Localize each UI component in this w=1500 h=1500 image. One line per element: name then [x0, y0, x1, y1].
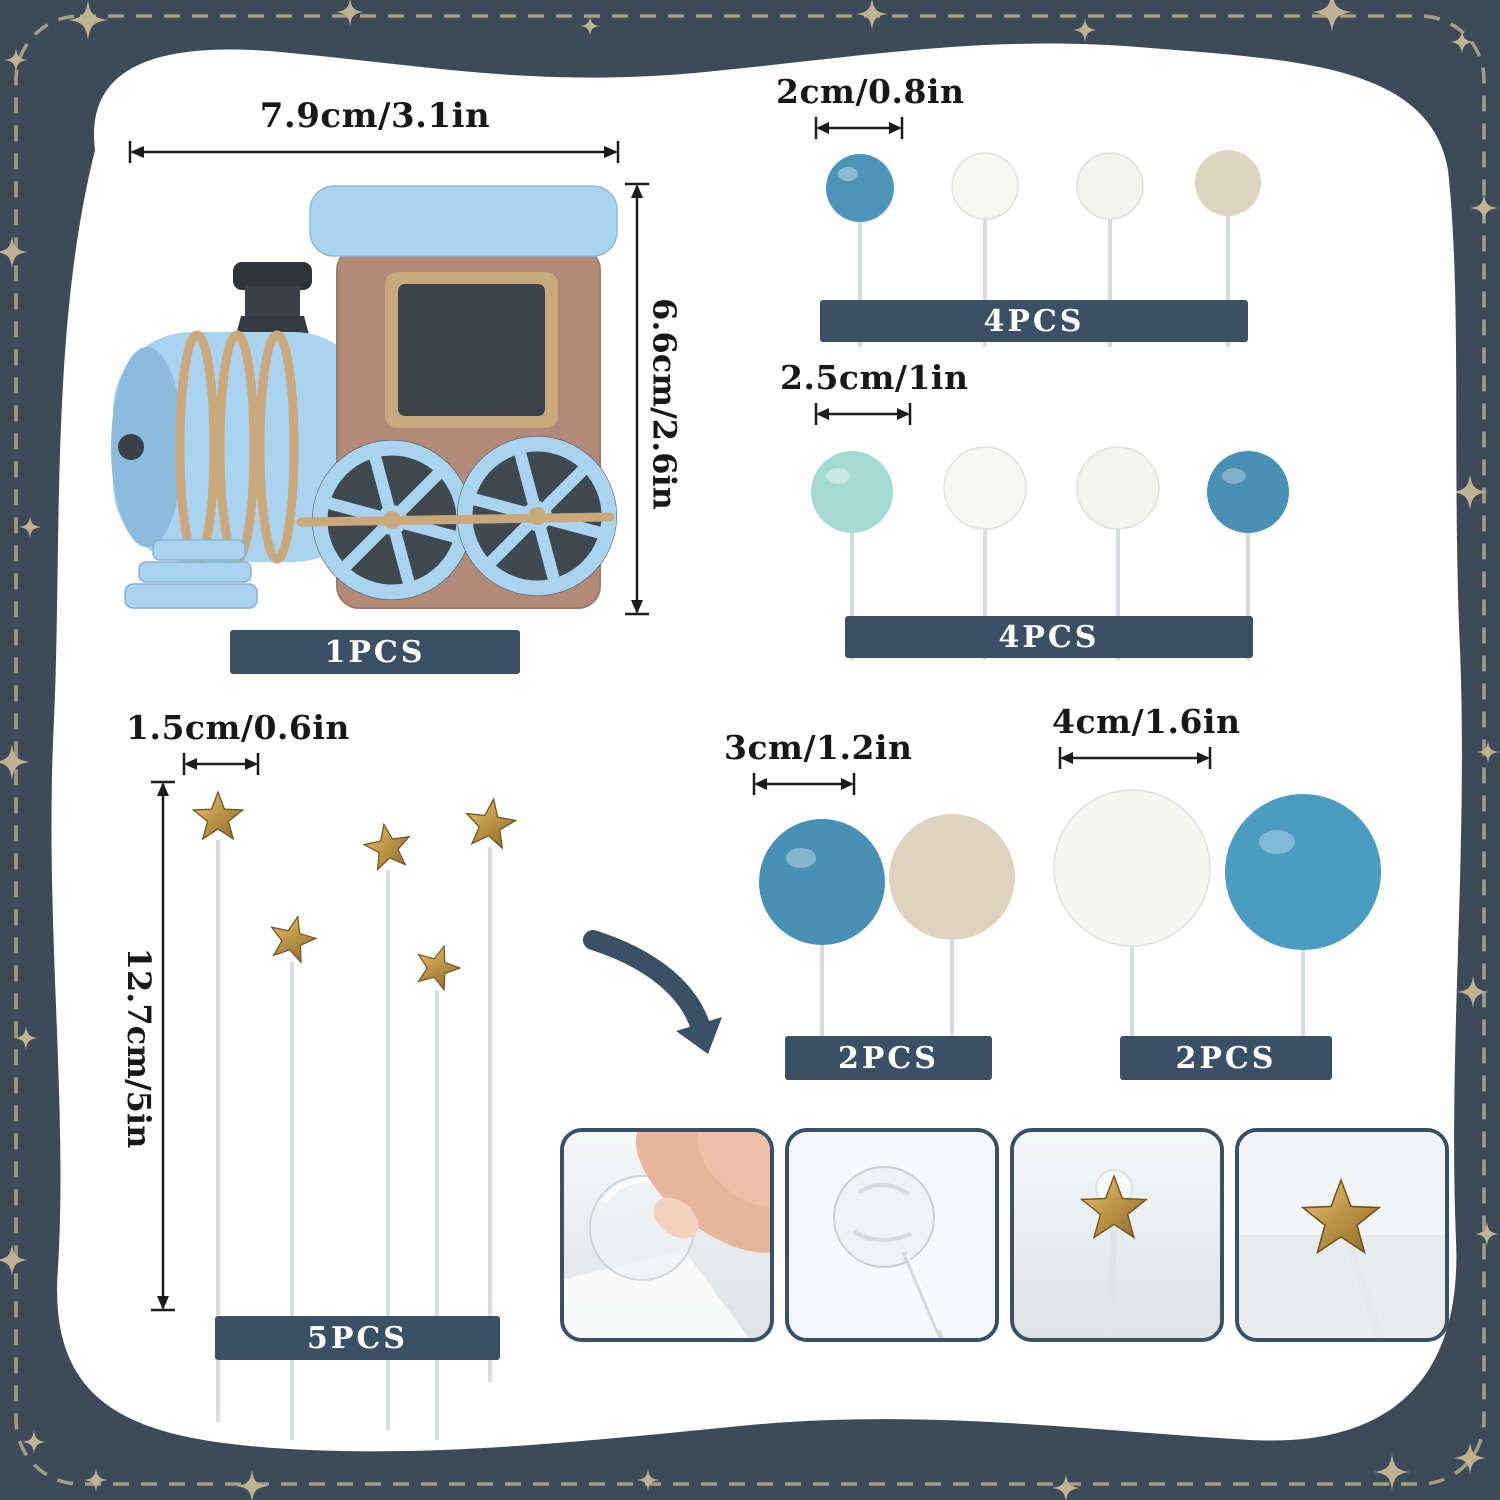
ball-highlight — [838, 167, 858, 181]
ball-sticks — [1130, 942, 1305, 1040]
balls-2-5cm-illustration — [811, 446, 1289, 660]
train-cowcatcher — [124, 539, 258, 609]
train-height-arrow — [625, 182, 649, 616]
ball — [759, 819, 885, 945]
star-picks-illustration — [168, 782, 528, 1440]
thumbnail-clear-glue-dot — [785, 1128, 999, 1342]
ball-highlight — [1259, 830, 1295, 854]
balls-2-5cm-size-arrow — [814, 403, 912, 425]
balls-2cm-size-label: 2cm/0.8in — [776, 72, 965, 111]
ball — [951, 152, 1019, 220]
ball — [1053, 789, 1211, 947]
train-roof — [309, 185, 618, 257]
count-badge-balls-2-5cm: 4PCS — [845, 616, 1253, 658]
ball — [1225, 794, 1381, 950]
train-boiler — [111, 330, 372, 564]
count-badge-balls-3cm: 2PCS — [785, 1036, 992, 1080]
curved-pointer-arrow — [583, 930, 722, 1054]
balls-4cm-illustration — [1053, 789, 1381, 1040]
train-width-label: 7.9cm/3.1in — [259, 96, 491, 136]
ball-highlight — [826, 468, 850, 484]
count-badge-star-picks: 5PCS — [215, 1316, 500, 1360]
ball-highlight — [786, 848, 816, 868]
balls-3cm-size-arrow — [752, 773, 856, 795]
glue-dot — [833, 1166, 935, 1268]
pick-stick — [1106, 1223, 1118, 1338]
star-picks-size-label: 1.5cm/0.6in — [126, 708, 350, 747]
ball — [1076, 446, 1160, 530]
train-illustration — [111, 185, 618, 609]
balls-3cm-illustration — [759, 814, 1015, 1042]
balls-4cm-size-label: 4cm/1.6in — [1052, 702, 1241, 741]
balls-2cm-illustration — [826, 150, 1261, 347]
count-badge-train: 1PCS — [230, 630, 520, 674]
ball-highlight — [1222, 468, 1246, 484]
gold-star-pick-photo — [1014, 1132, 1220, 1338]
ball — [1076, 152, 1144, 220]
clear-glue-dot-photo — [789, 1132, 995, 1338]
ball — [1207, 451, 1289, 533]
train-height-label: 6.6cm/2.6in — [645, 298, 684, 510]
finger — [635, 1132, 770, 1253]
finger-pressing-adhesive-photo — [564, 1132, 770, 1338]
gold-star — [265, 911, 320, 964]
gold-star — [410, 939, 464, 992]
gold-star-closeup-photo — [1239, 1132, 1445, 1338]
thumbnail-gold-star-pick — [1010, 1128, 1224, 1342]
ball-sticks — [820, 938, 954, 1042]
thumbnail-gold-star-closeup — [1235, 1128, 1449, 1342]
star-picks-height-label: 12.7cm/5in — [120, 947, 158, 1149]
count-badge-balls-4cm: 2PCS — [1120, 1036, 1332, 1080]
pick-stick — [901, 1251, 944, 1338]
gold-star — [463, 796, 519, 849]
thumbnail-finger-pressing-adhesive — [560, 1128, 774, 1342]
ball — [811, 451, 893, 533]
star-picks-height-arrow — [151, 780, 175, 1312]
ball — [943, 446, 1027, 530]
train-width-arrow — [128, 141, 620, 163]
balls-4cm-size-arrow — [1058, 747, 1212, 769]
star-picks-size-arrow — [182, 753, 260, 775]
ball — [1195, 150, 1261, 216]
gold-star — [361, 820, 413, 871]
ball — [826, 154, 894, 222]
train-window — [398, 284, 545, 416]
count-badge-balls-2cm: 4PCS — [820, 300, 1248, 342]
pick-stick — [1343, 1238, 1385, 1338]
paper-sheet — [564, 1250, 749, 1338]
ball — [889, 814, 1015, 940]
balls-2-5cm-size-label: 2.5cm/1in — [780, 358, 969, 397]
balls-2cm-size-arrow — [814, 117, 904, 139]
train-connecting-rod — [296, 507, 615, 529]
gold-star — [193, 792, 242, 839]
balls-3cm-size-label: 3cm/1.2in — [724, 728, 913, 767]
